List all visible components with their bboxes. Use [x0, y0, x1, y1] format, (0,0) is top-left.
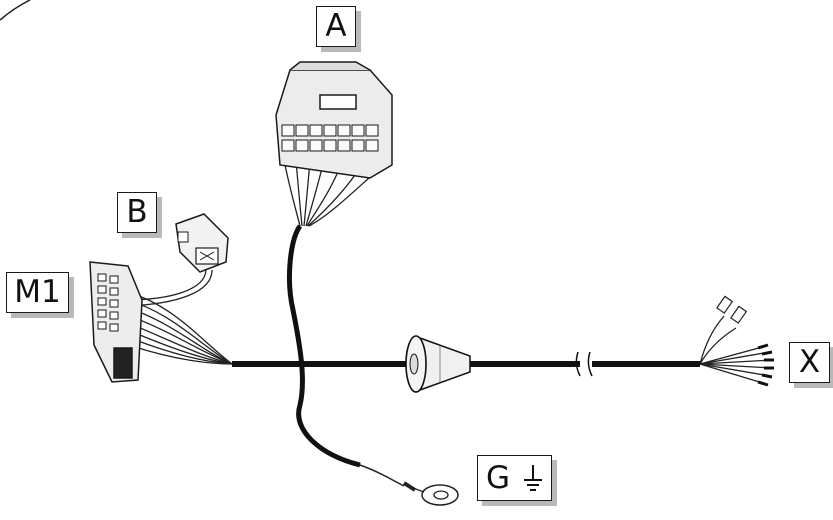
- corner-arc: [0, 0, 31, 21]
- label-x: X: [789, 342, 830, 383]
- ground-wire: [359, 464, 417, 492]
- connector-a: [275, 61, 393, 179]
- x-terminals: [699, 295, 774, 387]
- connector-m1: [89, 261, 143, 383]
- ground-symbol-icon: [524, 465, 542, 491]
- grommet: [405, 335, 471, 393]
- label-g: G: [486, 459, 511, 496]
- label-a: A: [316, 6, 356, 47]
- cable-break-mark: [575, 351, 581, 377]
- label-g-box: G: [477, 455, 552, 501]
- label-b: B: [117, 192, 157, 233]
- ring-terminal-g: [412, 484, 459, 506]
- connector-b: [175, 213, 229, 273]
- cable-to-connector-a: [287, 224, 361, 468]
- main-cable: [232, 351, 700, 377]
- label-m1: M1: [6, 272, 69, 313]
